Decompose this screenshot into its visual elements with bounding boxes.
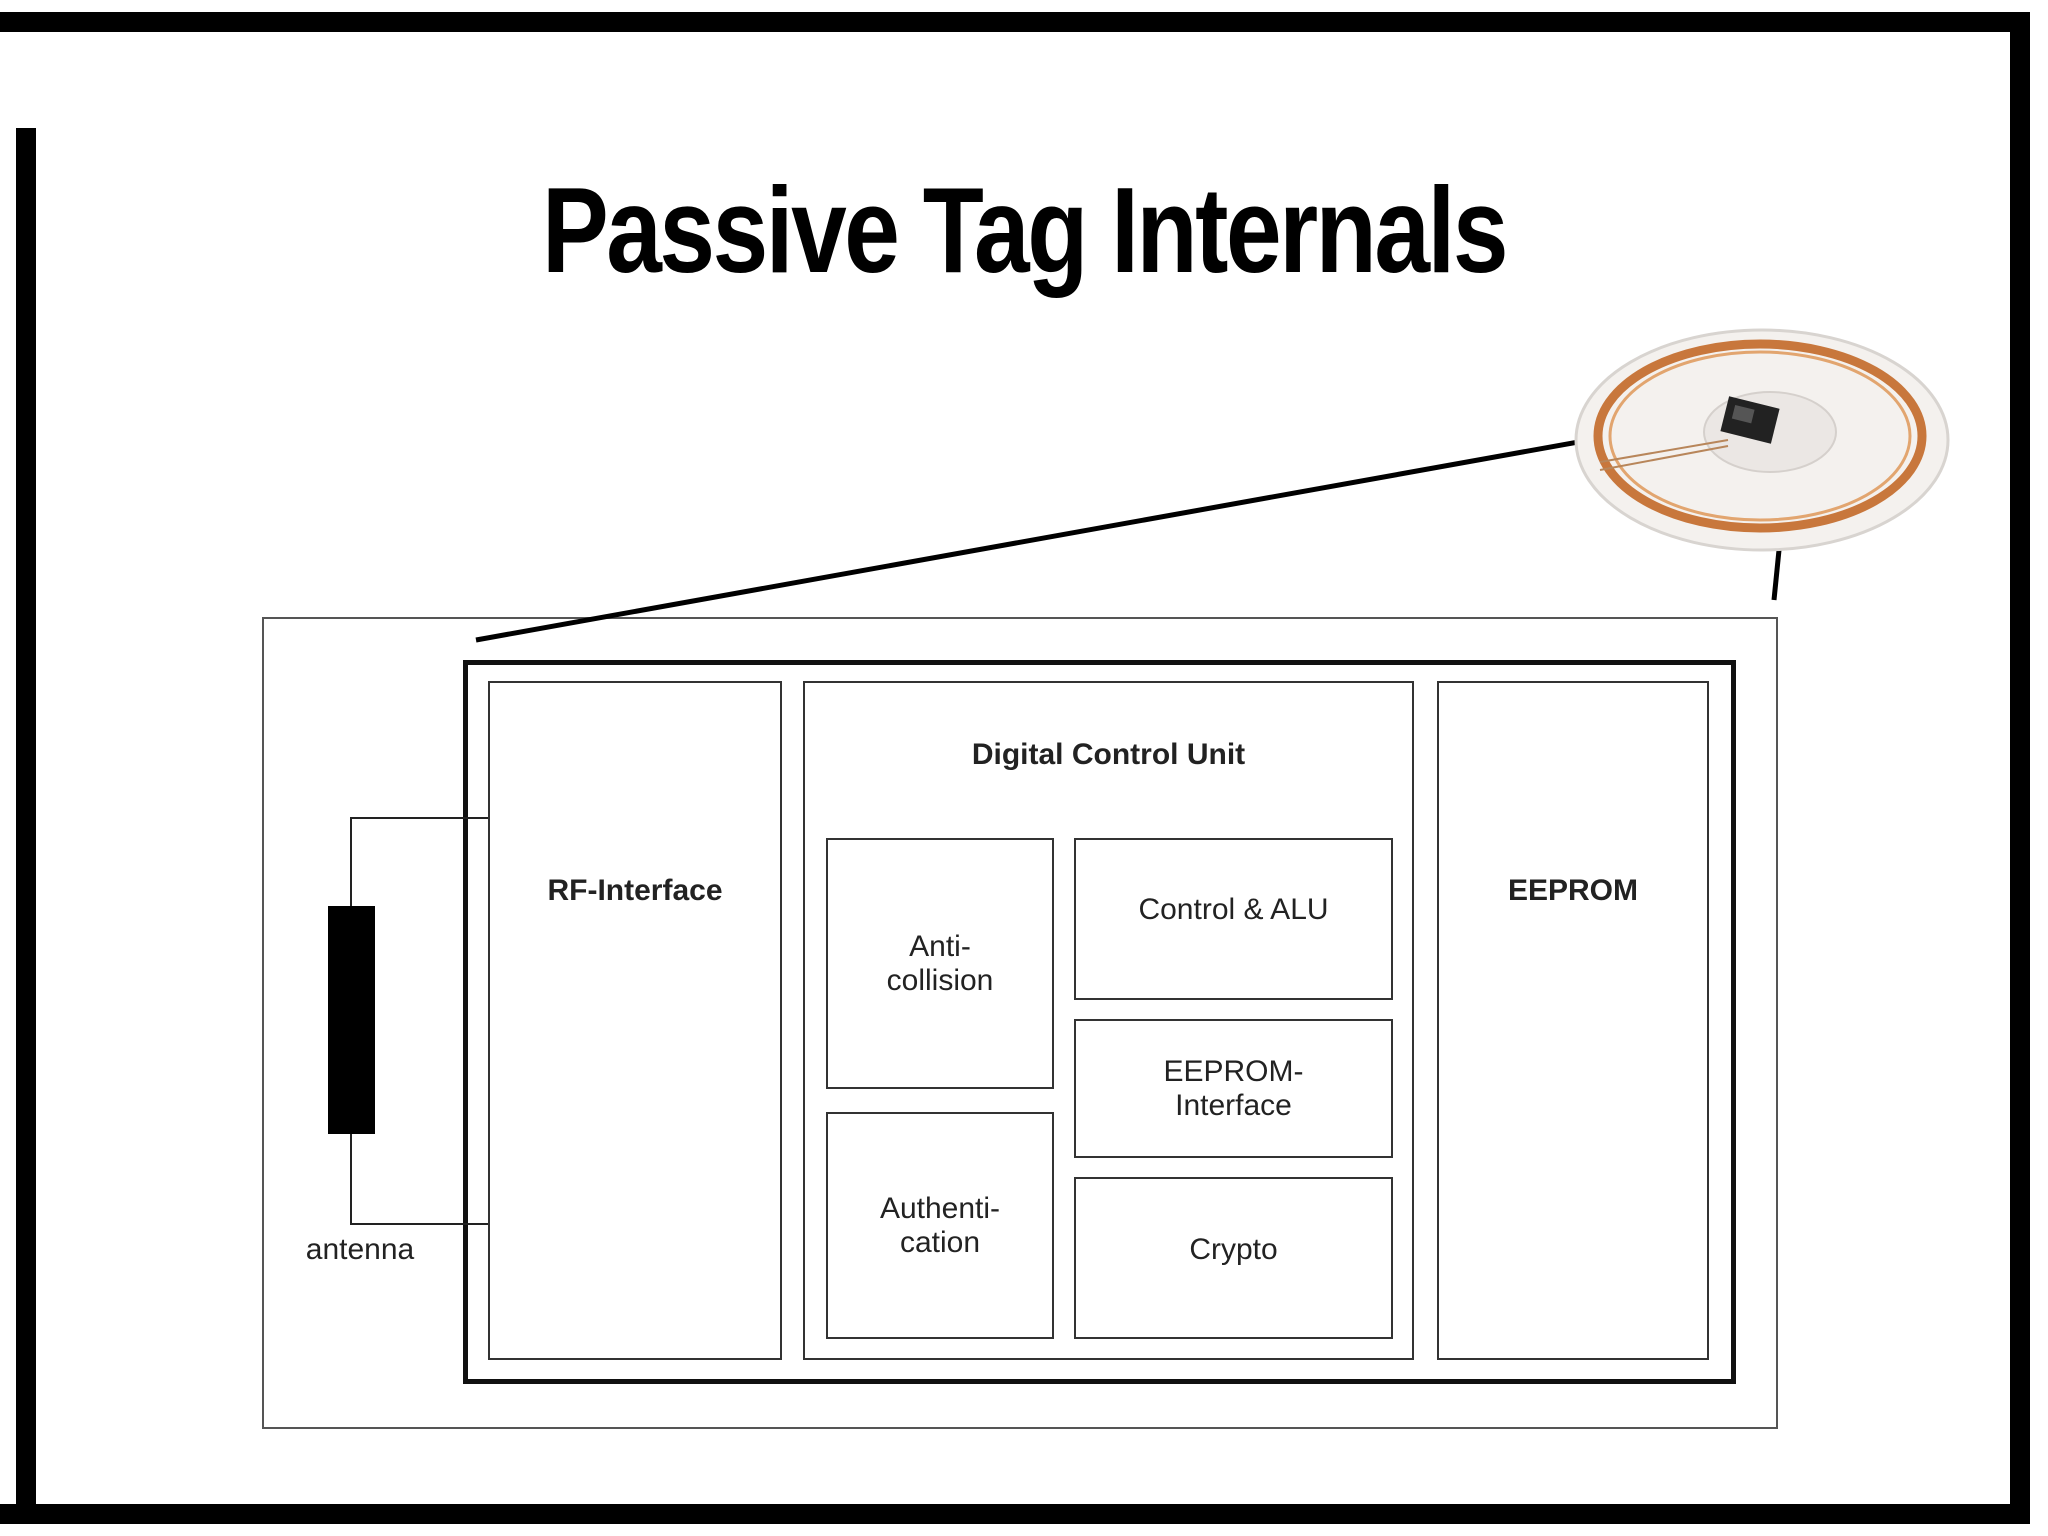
antenna-label: antenna (305, 1233, 415, 1266)
antenna-wiring (350, 817, 488, 1225)
authentication-label: Authenti- cation (879, 1191, 1001, 1259)
chip-icon (1720, 396, 1780, 444)
control-alu-label: Control & ALU (1138, 893, 1329, 926)
crypto-block (1074, 1177, 1393, 1339)
rfid-tag-photo (1574, 328, 1950, 552)
crypto-label: Crypto (1189, 1233, 1278, 1266)
rf-interface-block (488, 681, 782, 1360)
control-alu-block (1074, 838, 1393, 1000)
anti-collision-block: Anti- collision (826, 838, 1054, 1089)
pointer-line-left (475, 415, 1713, 643)
frame-top-bar (0, 12, 2030, 32)
frame-right-bar (2010, 12, 2030, 1524)
eeprom-block (1437, 681, 1709, 1360)
authentication-block: Authenti- cation (826, 1112, 1054, 1339)
eeprom-interface-label: EEPROM- Interface (1163, 1054, 1304, 1122)
eeprom-label: EEPROM (1507, 874, 1639, 907)
anti-collision-label: Anti- collision (886, 929, 994, 997)
eeprom-interface-block: EEPROM- Interface (1074, 1019, 1393, 1158)
digital-control-unit-label: Digital Control Unit (971, 738, 1246, 771)
antenna-icon (328, 906, 375, 1134)
frame-left-bar (16, 128, 36, 1524)
rf-interface-label: RF-Interface (547, 874, 723, 907)
frame-bottom-bar (0, 1504, 2030, 1524)
slide-title: Passive Tag Internals (541, 162, 1508, 298)
